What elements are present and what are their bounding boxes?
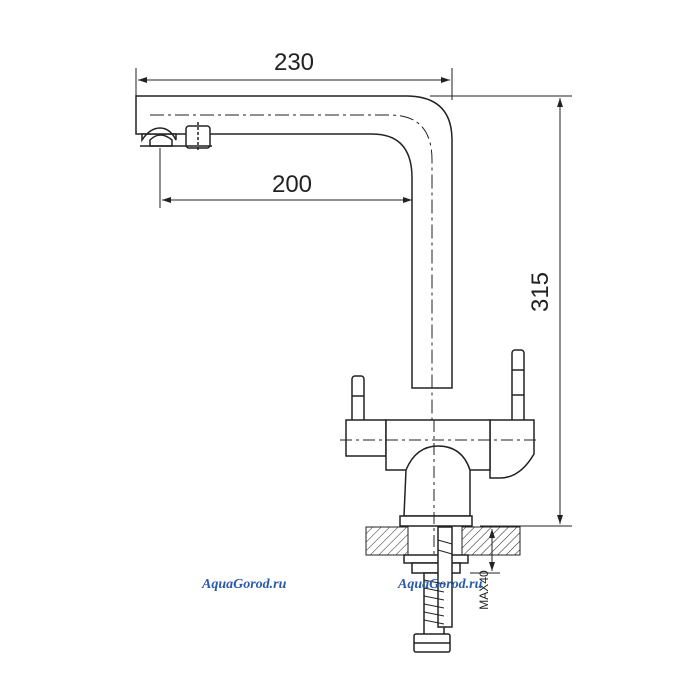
right-handle-lever <box>511 349 525 431</box>
body-centerlines <box>340 420 540 640</box>
spout <box>135 95 453 389</box>
dimension-315-label: 315 <box>527 272 554 312</box>
spout-outlet-nozzles <box>140 122 212 152</box>
faucet-body <box>345 419 535 527</box>
mounting-assembly <box>403 526 469 653</box>
watermark-left: AquaGorod.ru <box>201 577 287 592</box>
watermark-center: AquaGorod.ru <box>397 577 483 592</box>
thread-detail <box>423 539 453 625</box>
dimension-max40-label: MAX40 <box>477 570 491 610</box>
spout-centerline <box>150 114 433 420</box>
dimension-200-label: 200 <box>272 171 312 198</box>
dimension-max40 <box>470 526 500 574</box>
dimension-200 <box>159 148 412 208</box>
dimension-230-label: 230 <box>274 49 314 76</box>
dimension-315 <box>430 95 572 527</box>
left-handle-lever <box>351 375 365 427</box>
